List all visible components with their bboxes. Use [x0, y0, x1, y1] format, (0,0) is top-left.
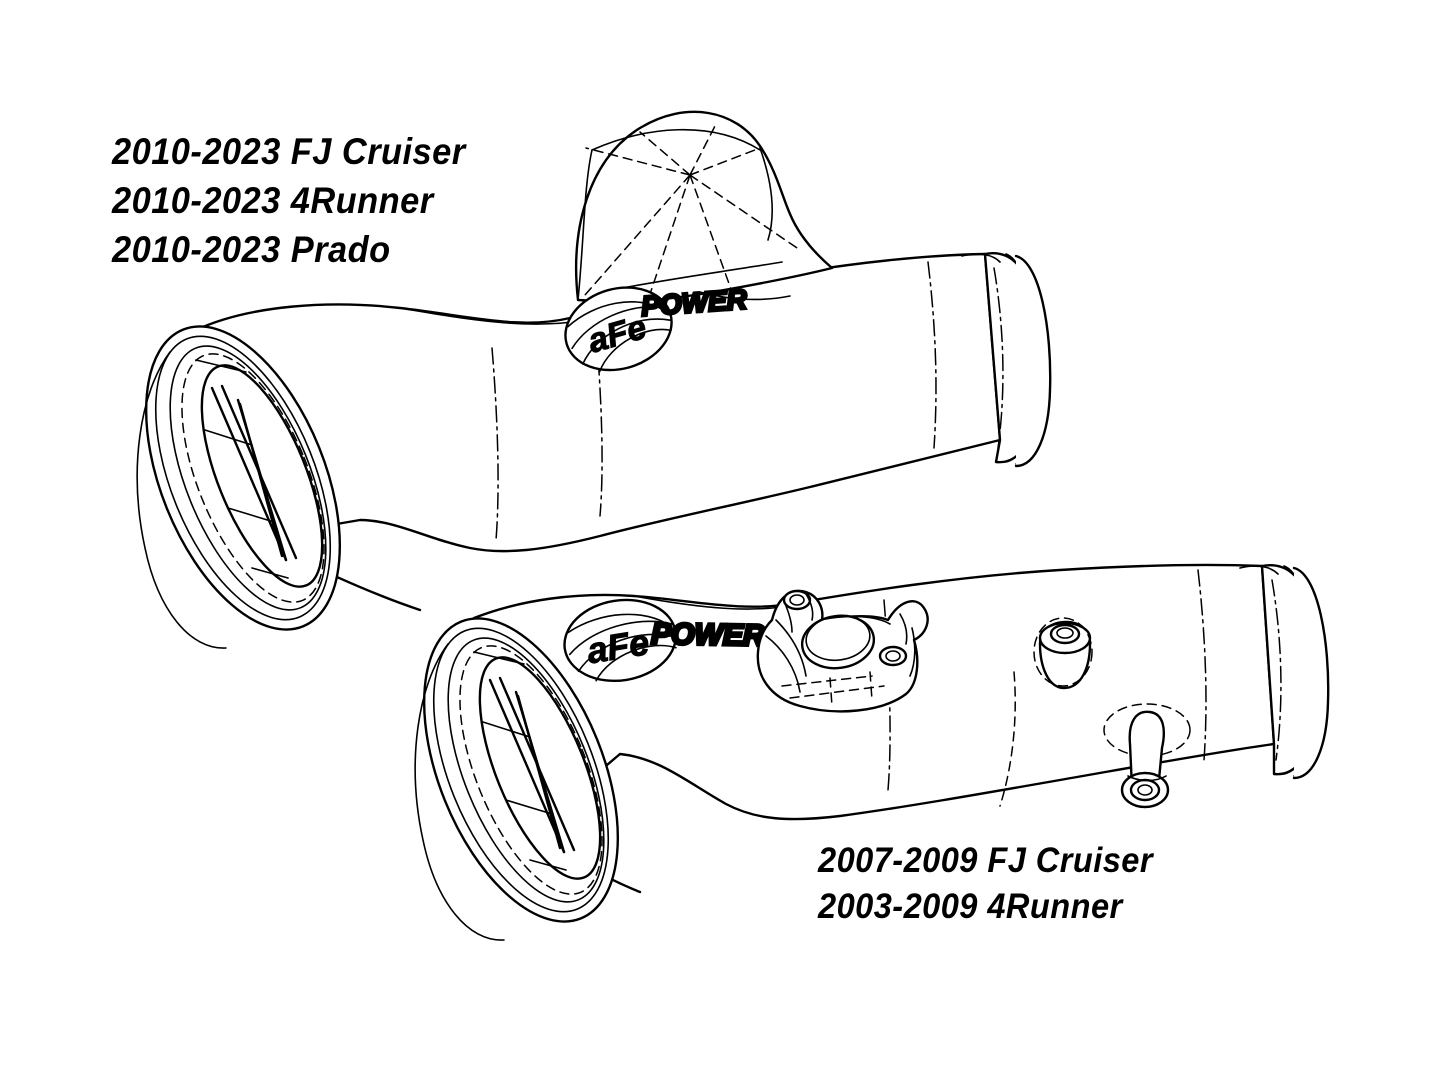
lower-tube-capped-port — [1033, 617, 1093, 690]
upper-tube-seam-3 — [927, 261, 937, 449]
upper-tube-highlight — [399, 307, 587, 325]
svg-text:POWER: POWER — [640, 283, 748, 321]
upper-intake-tube: aFe POWER POWER — [136, 110, 1052, 649]
svg-text:POWER: POWER — [651, 618, 765, 653]
upper-tube-seam-2 — [595, 329, 603, 517]
fitment-label-top-left: 2010-2023 FJ Cruiser 2010-2023 4Runner 2… — [112, 128, 466, 274]
upper-inlet-lip-edge — [136, 351, 227, 649]
lower-tube-coupler-end — [1239, 564, 1330, 780]
fitment-line-1: 2010-2023 FJ Cruiser — [112, 131, 466, 172]
upper-bellmouth-inlet — [136, 325, 342, 649]
afe-power-logo-lower: aFe POWER POWER — [563, 598, 767, 683]
lower-tube-hidden-contour — [999, 671, 1016, 807]
fitment-line-2: 2010-2023 4Runner — [112, 179, 434, 221]
lower-intake-tube: aFe POWER POWER — [414, 563, 1330, 941]
upper-inlet-support-struts — [195, 359, 298, 579]
lower-tube-seam-2 — [1197, 569, 1207, 761]
lower-bellmouth-inlet — [414, 617, 620, 941]
svg-text:aFe: aFe — [584, 621, 652, 671]
upper-tube-coupler-end — [961, 252, 1052, 468]
upper-tube-seam-1 — [491, 347, 499, 541]
svg-text:POWER: POWER — [651, 618, 765, 653]
lower-inlet-lip-edge — [414, 643, 505, 941]
lower-tube-mount-bracket — [756, 589, 929, 713]
fitment-line-3: 2010-2023 Prado — [112, 228, 391, 270]
afe-power-logo-upper: aFe POWER POWER — [564, 282, 750, 373]
fitment-line-1: 2007-2009 FJ Cruiser — [818, 841, 1154, 880]
lower-inlet-support-struts — [473, 651, 576, 871]
upper-tube-branch-hump — [575, 110, 834, 303]
lower-tube-hose-barb — [1103, 703, 1191, 809]
fitment-label-bottom-right: 2007-2009 FJ Cruiser 2003-2009 4Runner — [818, 838, 1153, 930]
fitment-line-2: 2003-2009 4Runner — [818, 887, 1123, 927]
